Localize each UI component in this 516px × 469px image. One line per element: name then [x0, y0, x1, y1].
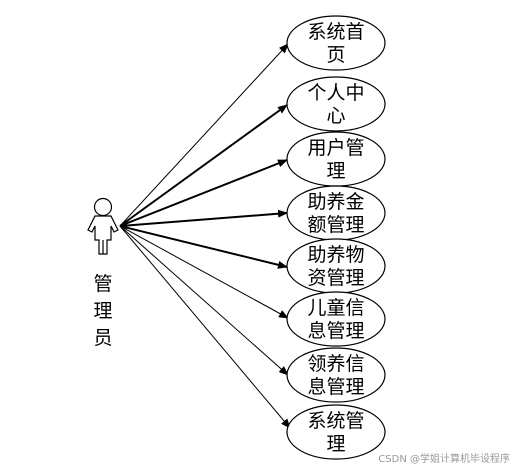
actor-figure-icon	[87, 197, 119, 255]
use-case-label-line: 理	[326, 160, 345, 182]
use-case-label-line: 页	[326, 44, 345, 66]
use-case-label-line: 理	[326, 433, 345, 455]
use-case: 系统管 理	[286, 404, 386, 460]
use-case-label-line: 额管理	[307, 214, 364, 236]
use-case: 助养物 资管理	[286, 238, 386, 294]
use-case-label-line: 助养物	[307, 244, 364, 266]
use-case: 助养金 额管理	[286, 185, 386, 241]
actor-label-line: 管	[93, 273, 112, 295]
use-case-label-line: 心	[326, 105, 345, 127]
association-arrow	[119, 159, 288, 227]
use-case-label-line: 息管理	[307, 376, 364, 398]
association-arrow	[119, 225, 289, 319]
association-arrow	[119, 225, 289, 376]
use-case-label-line: 个人中	[307, 82, 364, 104]
use-case-label-line: 儿童信	[307, 297, 364, 319]
use-case-label-line: 系统首	[307, 21, 364, 43]
association-arrow	[119, 43, 289, 227]
association-arrow	[119, 209, 288, 227]
use-case-label-line: 息管理	[307, 320, 364, 342]
use-cases: 系统首 页 个人中 心 用户管 理 助养金 额管理 助养物 资管理 儿童信 息管…	[286, 15, 386, 460]
use-case-label-line: 用户管	[307, 137, 364, 159]
watermark: CSDN @学姐计算机毕设程序	[378, 452, 510, 465]
actor-label-line: 理	[93, 300, 112, 322]
association-arrow	[119, 104, 288, 227]
use-case-label-line: 资管理	[307, 267, 364, 289]
association-arrow	[119, 225, 288, 269]
use-case: 儿童信 息管理	[286, 291, 386, 347]
use-case: 系统首 页	[286, 15, 386, 71]
use-case-label-line: 系统管	[307, 410, 364, 432]
associations	[119, 43, 291, 429]
use-case: 个人中 心	[286, 76, 386, 132]
use-case: 领养信 息管理	[286, 347, 386, 403]
actor-label-line: 员	[93, 327, 112, 349]
use-case: 用户管 理	[286, 131, 386, 187]
use-case-label-line: 领养信	[307, 353, 364, 375]
actor: 管 理 员	[87, 197, 119, 349]
association-arrow	[119, 225, 291, 429]
use-case-label-line: 助养金	[307, 191, 364, 213]
